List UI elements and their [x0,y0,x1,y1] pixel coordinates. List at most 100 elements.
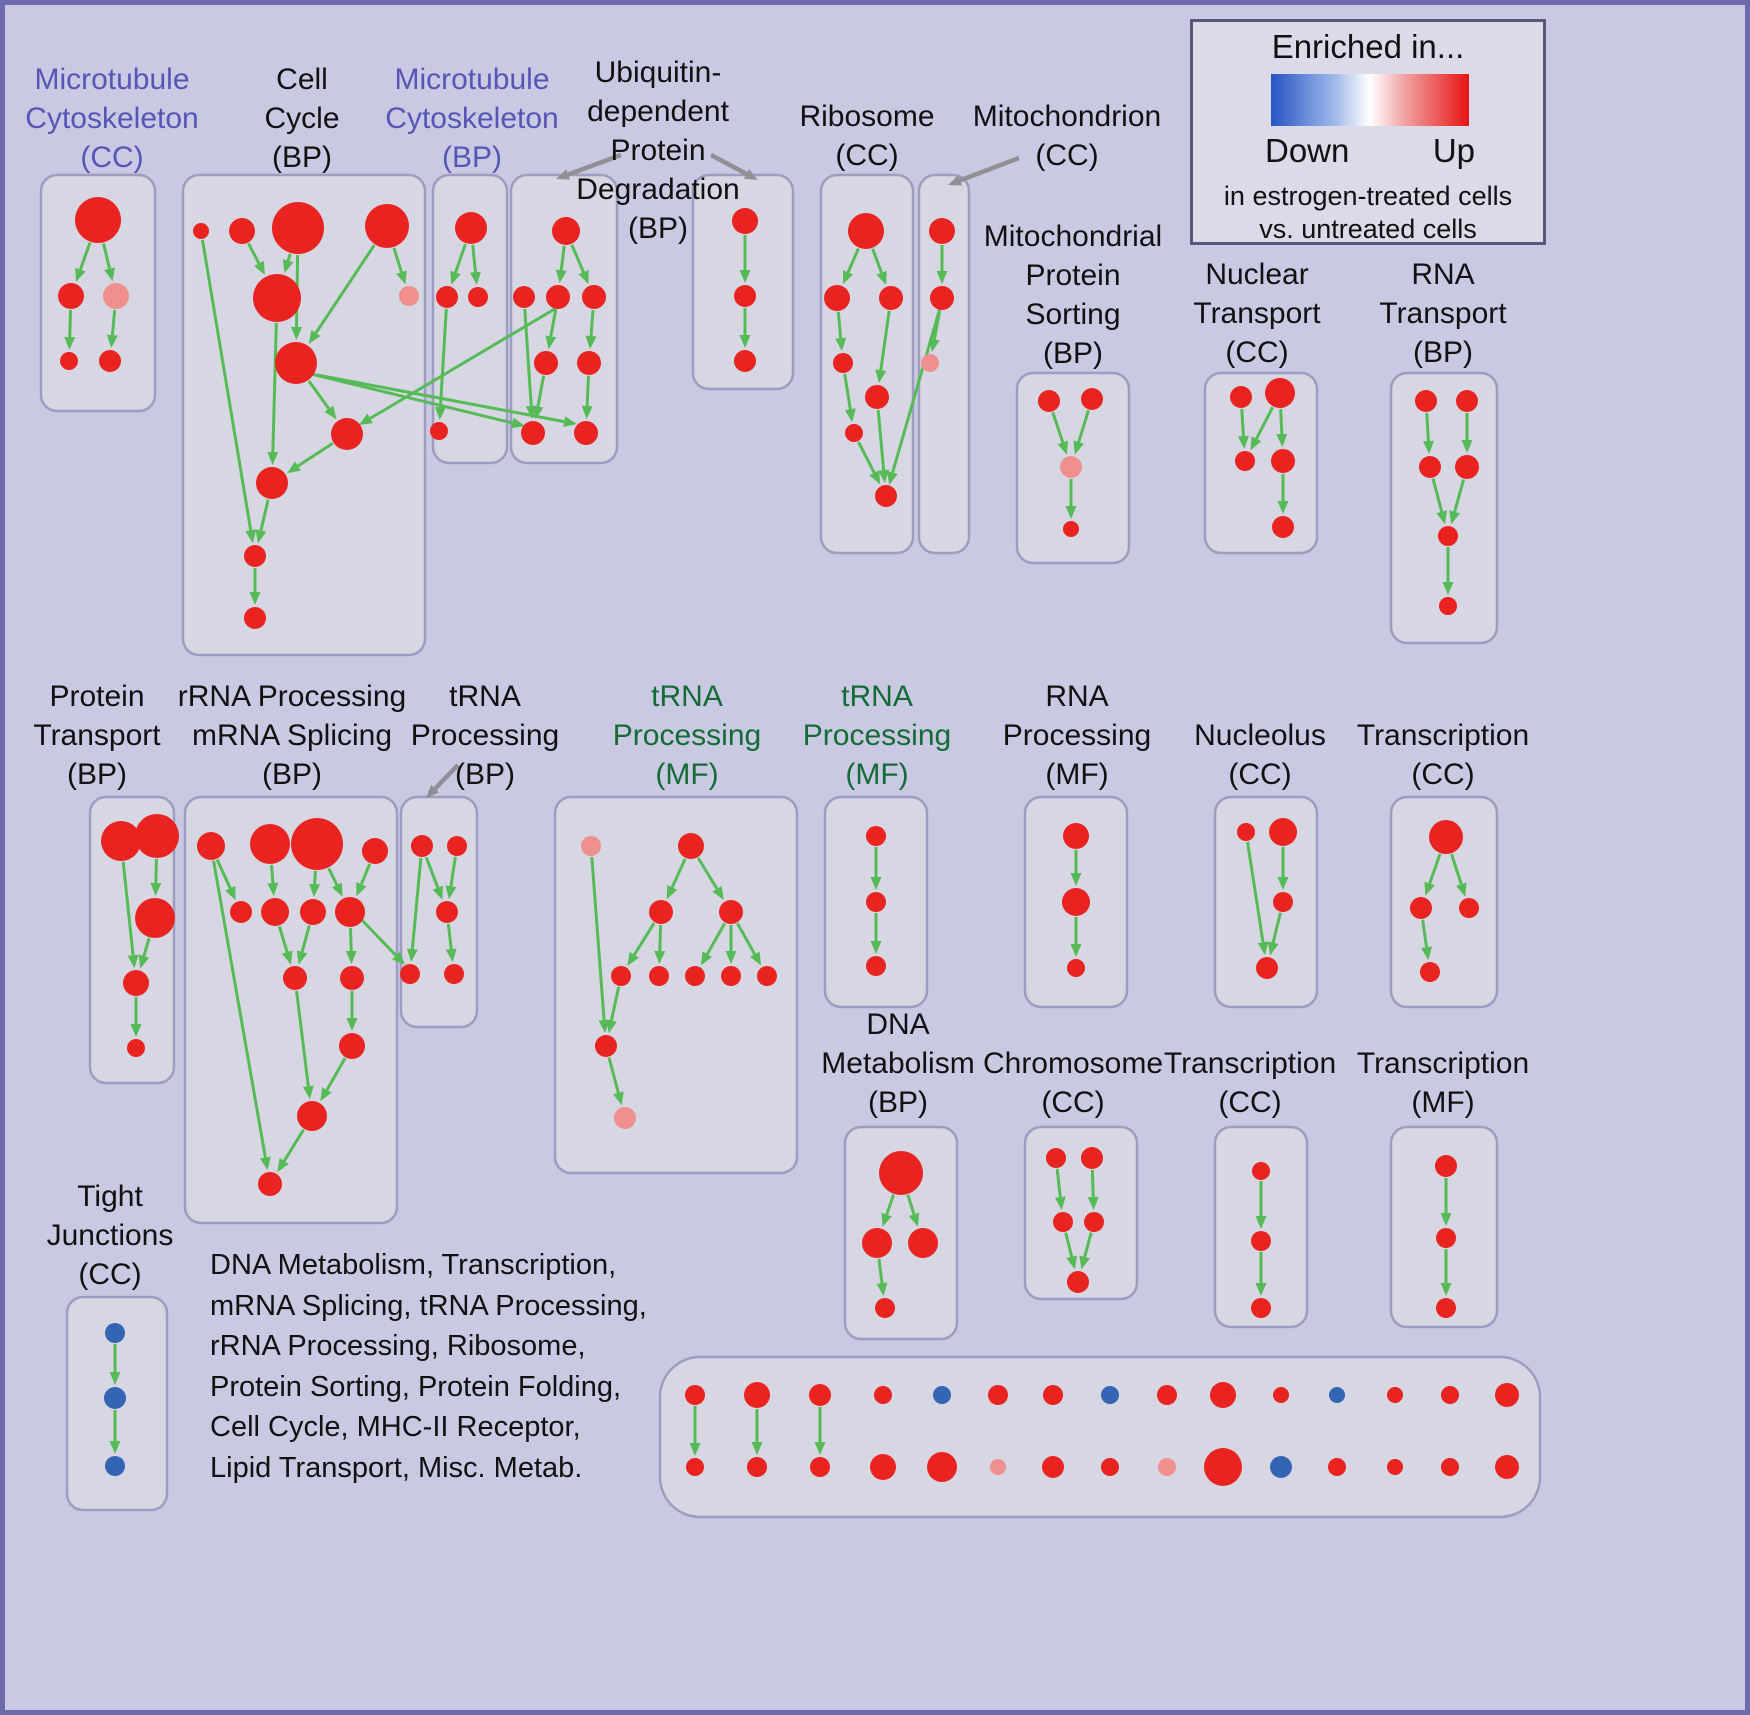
go-term-node [1419,456,1441,478]
edge-arrowhead [1255,1283,1267,1296]
edge-hierarchy [438,308,448,408]
go-term-node [614,1107,636,1129]
edge-hierarchy [392,247,403,273]
edge-hierarchy [300,925,311,953]
go-term-node [1101,1458,1119,1476]
edge-arrowhead [1073,440,1084,455]
go-term-node [1439,597,1457,615]
go-term-node [256,467,288,499]
edge-arrowhead [1436,510,1448,525]
edge-arrowhead [1449,510,1460,525]
go-term-node [365,204,409,248]
edge-arrowhead [700,951,713,966]
go-term-node [721,966,741,986]
edge-arrowhead [396,270,407,285]
edge-hierarchy [1255,406,1275,440]
go-term-node [875,1298,895,1318]
go-term-node [577,351,601,375]
edge-hierarchy [857,441,876,474]
go-term-node [595,1035,617,1057]
go-term-node [229,218,255,244]
edge-arrowhead [525,405,537,420]
edge-arrowhead [606,1019,617,1034]
legend-title: Enriched in... [1271,28,1465,65]
go-term-node [870,1454,896,1480]
go-term-node [253,274,301,322]
edge-hierarchy [585,375,590,407]
edge-arrowhead [1461,440,1473,453]
legend-gradient-bar [1271,74,1469,126]
edge-arrowhead [555,269,567,284]
go-term-node [862,1228,892,1258]
edge-arrowhead [814,1442,826,1455]
edge-arrowhead [1421,946,1432,961]
group-box-nucleolus-cc [1213,795,1319,1009]
edge-hierarchy [1077,410,1090,443]
edge-arrowhead [138,954,150,969]
edge-arrowhead [876,270,887,285]
go-term-node [1063,521,1079,537]
go-term-node [123,970,149,996]
edge-arrowhead [1087,1196,1099,1211]
edge-arrowhead [511,417,525,429]
edge-arrowhead [1440,1283,1452,1296]
edge-arrowhead [627,951,639,966]
go-term-node [135,814,179,858]
go-term-node [331,418,363,450]
edge-hierarchy [102,243,112,270]
edge-arrowhead [1440,1213,1452,1226]
group-box-microtubule-cytoskeleton-cc [39,173,157,413]
edge-hierarchy [906,1194,916,1215]
go-term-node [468,287,488,307]
edge-hierarchy [1083,1232,1093,1258]
group-box-transcription-mf [1389,1125,1499,1329]
go-term-node [60,352,78,370]
edge-arrowhead [1070,944,1082,957]
go-term-node [875,485,897,507]
go-term-node [1053,1212,1073,1232]
go-term-node [1251,1298,1271,1318]
edge-arrowhead [1070,873,1082,886]
go-term-node [866,956,886,976]
edge-arrowhead [725,951,737,964]
edge-arrowhead [869,470,881,485]
go-term-node [685,1385,705,1405]
edge-hierarchy [879,310,891,371]
go-term-node [848,213,884,249]
go-term-node [127,1039,145,1057]
edge-hierarchy [1428,853,1442,884]
go-term-node [104,1387,126,1409]
edge-arrowhead [887,470,898,485]
go-term-node [244,607,266,629]
go-term-node [1235,451,1255,471]
edge-hierarchy [1425,412,1430,442]
edge-arrowhead [666,885,678,900]
edge-arrowhead [106,334,118,349]
edge-arrowhead [359,413,373,425]
edge-arrowhead [749,951,762,966]
edge-hierarchy [327,867,339,886]
go-term-node [1084,1212,1104,1232]
go-term-node [1456,390,1478,412]
go-term-node [1043,1385,1063,1405]
group-box-misc-categories [658,1355,1542,1519]
group-box-transcription-cc-1 [1389,795,1499,1009]
edge-arrowhead [259,1156,271,1171]
edge-arrowhead [287,461,301,474]
go-term-node [1269,818,1297,846]
go-term-node [719,900,743,924]
edge-arrowhead [556,169,571,180]
go-term-node [1438,526,1458,546]
edge-arrowhead [254,260,265,275]
edge-arrowhead [1237,435,1249,450]
go-term-node [734,350,756,372]
edge-arrowhead [302,1085,314,1100]
go-term-node [1270,1456,1292,1478]
go-term-node [340,966,364,990]
edge-hierarchy [78,242,92,271]
edge-arrowhead [267,882,279,897]
edge-arrowhead [130,1024,142,1037]
edge-arrowhead [563,416,577,427]
edge-arrowhead [296,950,308,965]
